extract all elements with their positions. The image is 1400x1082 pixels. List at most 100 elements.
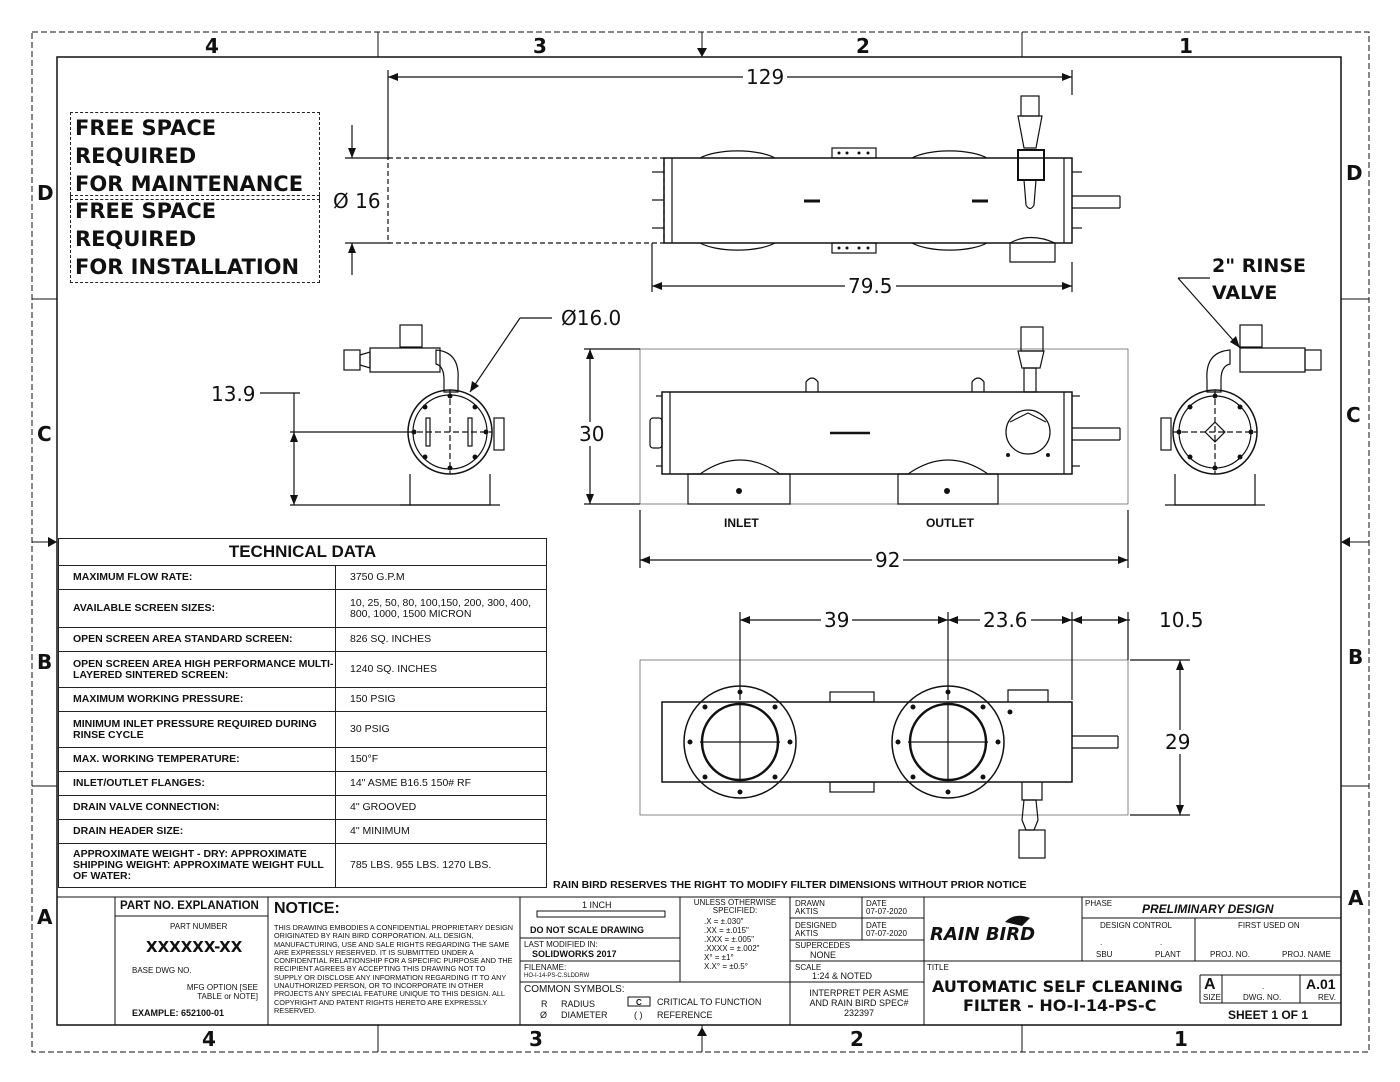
- tech-label: OPEN SCREEN AREA STANDARD SCREEN:: [58, 627, 336, 652]
- part-number-label: PART NUMBER: [170, 922, 228, 931]
- maintenance-line-2: FOR MAINTENANCE: [75, 172, 304, 196]
- tech-label: INLET/OUTLET FLANGES:: [58, 771, 336, 796]
- scale-value: 1:24 & NOTED: [812, 971, 873, 981]
- right-end-view: [1160, 277, 1322, 506]
- dwg-no-label: DWG. NO.: [1243, 993, 1282, 1002]
- technical-data-title: TECHNICAL DATA: [58, 538, 547, 566]
- tech-value: 4" GROOVED: [335, 795, 547, 820]
- zone-right-b: B: [1348, 645, 1364, 669]
- zone-top-2: 2: [856, 34, 870, 58]
- zone-left-c: C: [37, 422, 52, 446]
- do-not-scale: DO NOT SCALE DRAWING: [530, 925, 644, 935]
- last-modified-label: LAST MODIFIED IN:: [524, 940, 598, 949]
- tech-label: DRAIN VALVE CONNECTION:: [58, 795, 336, 820]
- size-value: A: [1204, 976, 1216, 993]
- sheet-label: SHEET 1 OF 1: [1228, 1008, 1309, 1022]
- symbol-diameter-text: DIAMETER: [561, 1010, 608, 1020]
- base-dwg-label: BASE DWG NO.: [132, 966, 192, 975]
- tech-value: 785 LBS. 955 LBS. 1270 LBS.: [335, 843, 547, 888]
- dim-79-5: 79.5: [845, 274, 896, 298]
- dim-side-diameter: Ø16.0: [558, 306, 625, 330]
- designed-label: DESIGNED: [795, 921, 837, 930]
- design-control-label: DESIGN CONTROL: [1100, 921, 1173, 930]
- rev-label: REV.: [1318, 993, 1336, 1002]
- common-symbols-label: COMMON SYMBOLS:: [524, 984, 625, 995]
- tech-label: MAXIMUM FLOW RATE:: [58, 565, 336, 590]
- one-inch-label: 1 INCH: [582, 900, 612, 910]
- dim-129: 129: [743, 65, 788, 89]
- tech-label: DRAIN HEADER SIZE:: [58, 819, 336, 844]
- sbu-dot: .: [1100, 938, 1103, 947]
- front-view: [584, 326, 1129, 568]
- maintenance-line-1: FREE SPACE REQUIRED: [75, 116, 217, 168]
- tech-value: 1240 SQ. INCHES: [335, 651, 547, 688]
- proj-name-label: PROJ. NAME: [1282, 950, 1331, 959]
- phase-label: PHASE: [1085, 899, 1113, 908]
- tech-label: MAX. WORKING TEMPERATURE:: [58, 747, 336, 772]
- inlet-label: INLET: [724, 516, 759, 530]
- notice-title: NOTICE:: [274, 900, 340, 917]
- proj-no-label: PROJ. NO.: [1210, 950, 1251, 959]
- title-label: TITLE: [927, 963, 949, 972]
- filename-value: HO-I-14-PS-C.SLDDRW: [524, 973, 590, 979]
- notice-text: THIS DRAWING EMBODIES A CONFIDENTIAL PRO…: [274, 923, 514, 1015]
- zone-top-1: 1: [1179, 34, 1193, 58]
- example-label: EXAMPLE: 652100-01: [132, 1008, 225, 1018]
- tech-value: 150°F: [335, 747, 547, 772]
- tech-value: 10, 25, 50, 80, 100,150, 200, 300, 400, …: [335, 589, 547, 628]
- rinse-valve-line-2: VALVE: [1212, 282, 1278, 304]
- rinse-valve-callout: 2" RINSE VALVE: [1212, 253, 1306, 307]
- designed-value: AKTIS: [795, 929, 819, 938]
- dim-10-5: 10.5: [1156, 608, 1207, 632]
- tech-label: MAXIMUM WORKING PRESSURE:: [58, 687, 336, 712]
- interpret-note: INTERPRET PER ASME AND RAIN BIRD SPEC# 2…: [809, 988, 909, 1018]
- drawn-date: 07-07-2020: [866, 907, 907, 916]
- title-line-2: FILTER - HO-I-14-PS-C: [963, 996, 1157, 1015]
- tech-label: AVAILABLE SCREEN SIZES:: [58, 589, 336, 628]
- inner-border: [56, 56, 1342, 1026]
- plant-dot: .: [1160, 938, 1163, 947]
- symbol-r: R: [541, 999, 548, 1009]
- last-modified-value: SOLIDWORKS 2017: [532, 949, 617, 959]
- zone-right-d: D: [1346, 161, 1363, 185]
- drawn-label: DRAWN: [795, 899, 825, 908]
- bottom-view: [639, 612, 1190, 859]
- technical-data-table: TECHNICAL DATA MAXIMUM FLOW RATE:3750 G.…: [58, 538, 547, 888]
- logo-text: RAIN BIRD: [930, 924, 1035, 945]
- scale-label: SCALE: [795, 963, 822, 972]
- tolerance-1: .X = ±.030": [704, 917, 744, 926]
- tech-value: 826 SQ. INCHES: [335, 627, 547, 652]
- installation-line-1: FREE SPACE REQUIRED: [75, 199, 217, 251]
- tech-value: 4" MINIMUM: [335, 819, 547, 844]
- tech-value: 30 PSIG: [335, 711, 547, 748]
- zone-left-a: A: [37, 905, 53, 929]
- left-end-view: [260, 317, 552, 506]
- outlet-label: OUTLET: [926, 516, 974, 530]
- dim-23-6: 23.6: [980, 608, 1031, 632]
- zone-bottom-4: 4: [202, 1027, 216, 1051]
- tolerance-5: X° = ±1°: [704, 953, 734, 962]
- tolerance-3: .XXX = ±.005": [704, 935, 755, 944]
- filename-label: FILENAME:: [524, 963, 567, 972]
- plant-label: PLANT: [1155, 950, 1181, 959]
- free-space-maintenance-label: FREE SPACE REQUIRED FOR MAINTENANCE: [70, 112, 320, 200]
- tolerance-6: X.X° = ±0.5°: [704, 962, 748, 971]
- reserve-note: RAIN BIRD RESERVES THE RIGHT TO MODIFY F…: [553, 879, 1027, 891]
- tolerance-2: .XX = ±.015": [704, 926, 749, 935]
- zone-right-c: C: [1346, 403, 1361, 427]
- zone-bottom-3: 3: [529, 1027, 543, 1051]
- zone-bottom-1: 1: [1174, 1027, 1188, 1051]
- mfg-option-label: MFG OPTION [SEE TABLE or NOTE]: [186, 983, 258, 1001]
- dim-13-9: 13.9: [208, 382, 259, 406]
- rain-bird-logo: RAIN BIRD: [930, 915, 1035, 945]
- tech-value: 3750 G.P.M: [335, 565, 547, 590]
- dim-39: 39: [821, 608, 853, 632]
- tech-value: 150 PSIG: [335, 687, 547, 712]
- zone-top-3: 3: [533, 34, 547, 58]
- zone-right-a: A: [1348, 886, 1364, 910]
- top-view: [345, 70, 1121, 292]
- symbol-diameter: Ø: [540, 1010, 548, 1020]
- drawn-date-label: DATE: [866, 899, 887, 908]
- tech-value: 14" ASME B16.5 150# RF: [335, 771, 547, 796]
- tolerance-title: UNLESS OTHERWISE SPECIFIED:: [693, 898, 777, 915]
